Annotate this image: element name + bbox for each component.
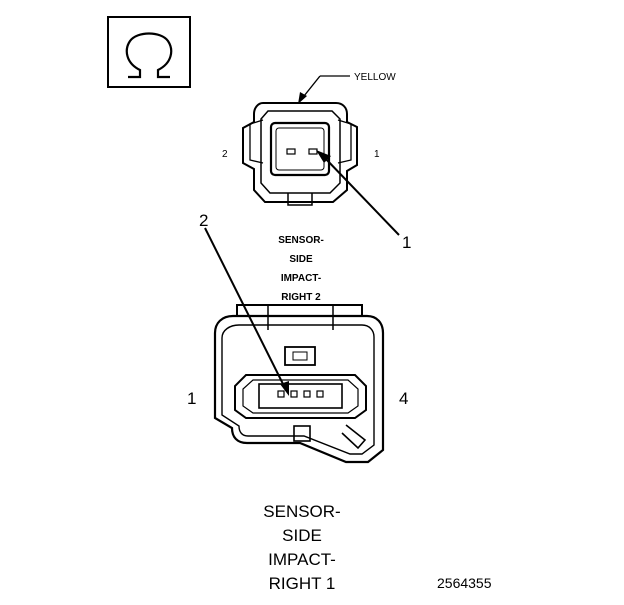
top-pin-left-label: 2 <box>222 149 228 160</box>
color-label: YELLOW <box>354 72 396 83</box>
callout-1-leader <box>316 150 400 236</box>
pin-1 <box>277 390 285 398</box>
bottom-connector <box>213 304 385 464</box>
pin-2 <box>286 148 296 155</box>
top-title-line-1: SENSOR- <box>278 235 324 246</box>
bottom-pin-right-label: 4 <box>399 389 408 408</box>
bottom-title-line-2: SIDE <box>282 526 322 545</box>
pin-2 <box>290 390 298 398</box>
bottom-pin-left-label: 1 <box>187 389 196 408</box>
top-connector-title: SENSOR- SIDE IMPACT- RIGHT 2 <box>278 235 324 303</box>
ohm-symbol-icon <box>107 16 191 88</box>
top-callout-number: 1 <box>402 233 411 252</box>
yellow-leader <box>298 75 350 104</box>
bottom-callout-number: 2 <box>199 211 208 230</box>
pin-3 <box>303 390 311 398</box>
figure-number: 2564355 <box>437 575 492 591</box>
top-title-line-2: SIDE <box>289 254 313 265</box>
top-title-line-4: RIGHT 2 <box>281 292 321 303</box>
top-pin-right-label: 1 <box>374 149 380 160</box>
top-connector <box>242 102 358 206</box>
bottom-title-line-1: SENSOR- <box>263 502 340 521</box>
top-title-line-3: IMPACT- <box>281 273 321 284</box>
pin-1 <box>308 148 318 155</box>
bottom-title-line-3: IMPACT- <box>268 550 336 569</box>
pin-4 <box>316 390 324 398</box>
bottom-connector-title: SENSOR- SIDE IMPACT- RIGHT 1 <box>263 502 340 593</box>
bottom-title-line-4: RIGHT 1 <box>269 574 336 593</box>
callout-2-leader <box>204 227 289 396</box>
